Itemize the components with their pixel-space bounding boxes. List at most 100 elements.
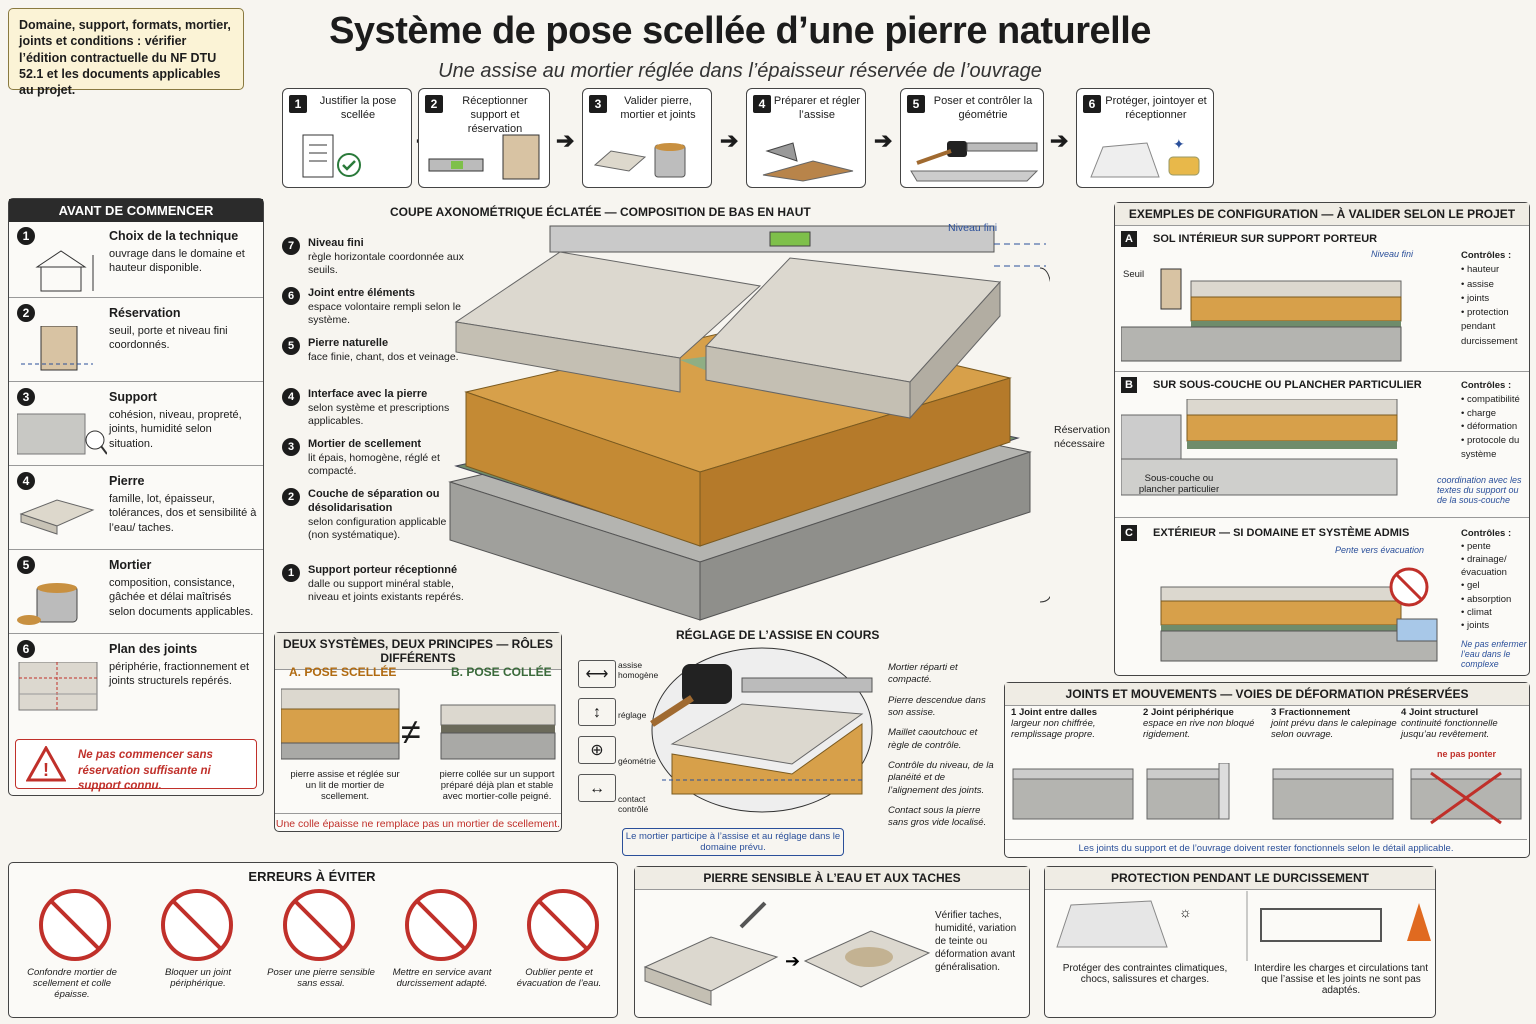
system-a-title: A. POSE SCELLÉE — [289, 665, 397, 679]
stone-test-illustration: ➔ — [643, 901, 931, 1006]
trowel-icon — [762, 142, 854, 182]
systems-illustration — [281, 688, 556, 760]
house-icon — [35, 250, 94, 292]
before-title: AVANT DE COMMENCER — [9, 199, 263, 222]
icon-label-geometrie: géométrie — [618, 756, 656, 766]
adjust-icons: ⟷ ↕ ⊕ ↔ — [578, 660, 616, 810]
page-subtitle: Une assise au mortier réglée dans l’épai… — [438, 60, 1042, 82]
config-a-letter: A — [1121, 231, 1137, 247]
protection-text-b: Interdire les charges et circulations ta… — [1254, 963, 1428, 996]
config-b-section — [1121, 399, 1398, 496]
bucket-icon — [17, 583, 78, 625]
config-c-note: Ne pas enfermer l’eau dans le complexe — [1461, 639, 1527, 669]
exploded-section-diagram — [448, 225, 1050, 621]
joint-warning: ne pas ponter — [1437, 749, 1497, 759]
stone-test-text: Vérifier taches, humidité, variation de … — [935, 910, 1017, 973]
protection-illustration: ☼ — [1056, 891, 1431, 961]
config-b-controls: Contrôles :• compatibilité• charge• défo… — [1461, 380, 1520, 460]
warning-icon: ! — [26, 746, 66, 782]
level-icon — [428, 134, 540, 180]
adjust-notes: Mortier réparti et compacté. Pierre desc… — [888, 662, 994, 829]
config-b-sub: Sous-couche ou plancher particulier — [1138, 473, 1220, 495]
config-c-title: EXTÉRIEUR — SI DOMAINE ET SYSTÈME ADMIS — [1153, 527, 1410, 539]
arrow-icon: ➔ — [556, 128, 575, 153]
error-1: Confondre mortier de scellement et colle… — [27, 967, 117, 1000]
config-a-niveau: Niveau fini — [1371, 249, 1414, 259]
reservation-label: Réservation nécessaire — [1054, 424, 1111, 450]
geometry-icon: ⊕ — [578, 736, 616, 764]
not-equal-sign: ≠ — [401, 711, 421, 752]
systems-footer: Une colle épaisse ne remplace pas un mor… — [275, 813, 561, 830]
config-c-section — [1160, 567, 1438, 662]
errors-panel: ERREURS À ÉVITER Confondre mortier de sc… — [8, 862, 618, 1018]
icon-label-contact: contact contrôlé — [618, 794, 649, 814]
config-b-letter: B — [1121, 377, 1137, 393]
stone-sensitivity-panel: PIERRE SENSIBLE À L’EAU ET AUX TACHES ➔ … — [634, 866, 1030, 1018]
error-4: Mettre en service avant durcissement ada… — [392, 967, 492, 989]
mallet-icon — [910, 141, 1039, 182]
system-b-title: B. POSE COLLÉE — [451, 665, 552, 679]
adjust-illustration — [650, 647, 873, 813]
checklist-icon — [302, 134, 361, 178]
error-5: Oublier pente et évacuation de l’eau. — [516, 967, 602, 989]
icon-label-reglage: réglage — [618, 710, 647, 720]
arrow-icon: ➔ — [720, 128, 739, 153]
svg-text:☼: ☼ — [1179, 904, 1192, 920]
homogeneous-icon: ⟷ — [578, 660, 616, 688]
adjust-title: RÉGLAGE DE L’ASSISE EN COURS — [676, 628, 880, 642]
config-c-pente: Pente vers évacuation — [1335, 545, 1425, 555]
errors-title: ERREURS À ÉVITER — [248, 869, 376, 884]
adjust-caption: Le mortier participe à l’assise et au ré… — [622, 828, 844, 856]
section-title: COUPE AXONOMÉTRIQUE ÉCLATÉE — COMPOSITIO… — [390, 205, 811, 219]
regulation-icon: ↕ — [578, 698, 616, 726]
errors-icons — [39, 889, 599, 961]
protection-panel: PROTECTION PENDANT LE DURCISSEMENT ☼ Pro… — [1044, 866, 1436, 1018]
cover-sponge-icon: ✦ — [1090, 136, 1200, 178]
contact-icon: ↔ — [578, 774, 616, 802]
before-warning: ! Ne pas commencer sans réservation suff… — [15, 739, 257, 792]
svg-text:➔: ➔ — [785, 951, 800, 971]
system-a-desc: pierre assise et réglée sur un lit de mo… — [290, 769, 400, 802]
page-title: Système de pose scellée d’une pierre nat… — [329, 10, 1151, 52]
system-b-desc: pierre collée sur un support préparé déj… — [439, 769, 555, 802]
config-a-title: SOL INTÉRIEUR SUR SUPPORT PORTEUR — [1153, 233, 1378, 245]
configurations-panel: EXEMPLES DE CONFIGURATION — À VALIDER SE… — [1114, 202, 1530, 676]
config-b-coord: coordination avec les textes du support … — [1437, 475, 1522, 505]
arrow-icon: ➔ — [1050, 128, 1069, 153]
svg-text:✦: ✦ — [1173, 136, 1185, 152]
icon-label-assise: assise homogène — [618, 660, 659, 680]
stone-icon — [19, 499, 95, 535]
config-b-title: SUR SOUS-COUCHE OU PLANCHER PARTICULIER — [1153, 379, 1422, 391]
systems-panel: DEUX SYSTÈMES, DEUX PRINCIPES — RÔLES DI… — [274, 632, 562, 832]
arrow-icon: ➔ — [874, 128, 893, 153]
config-c-letter: C — [1121, 525, 1137, 541]
joint-plan-icon — [18, 662, 98, 711]
svg-text:!: ! — [43, 760, 49, 780]
stone-bucket-icon — [593, 143, 686, 178]
config-a-controls: Contrôles :• hauteur• assise• joints• pr… — [1461, 250, 1518, 347]
protection-text-a: Protéger des contraintes climatiques, ch… — [1062, 963, 1228, 985]
config-a-section — [1121, 268, 1402, 362]
error-3: Poser une pierre sensible sans essai. — [267, 967, 375, 989]
config-a-seuil: Seuil — [1123, 269, 1145, 280]
